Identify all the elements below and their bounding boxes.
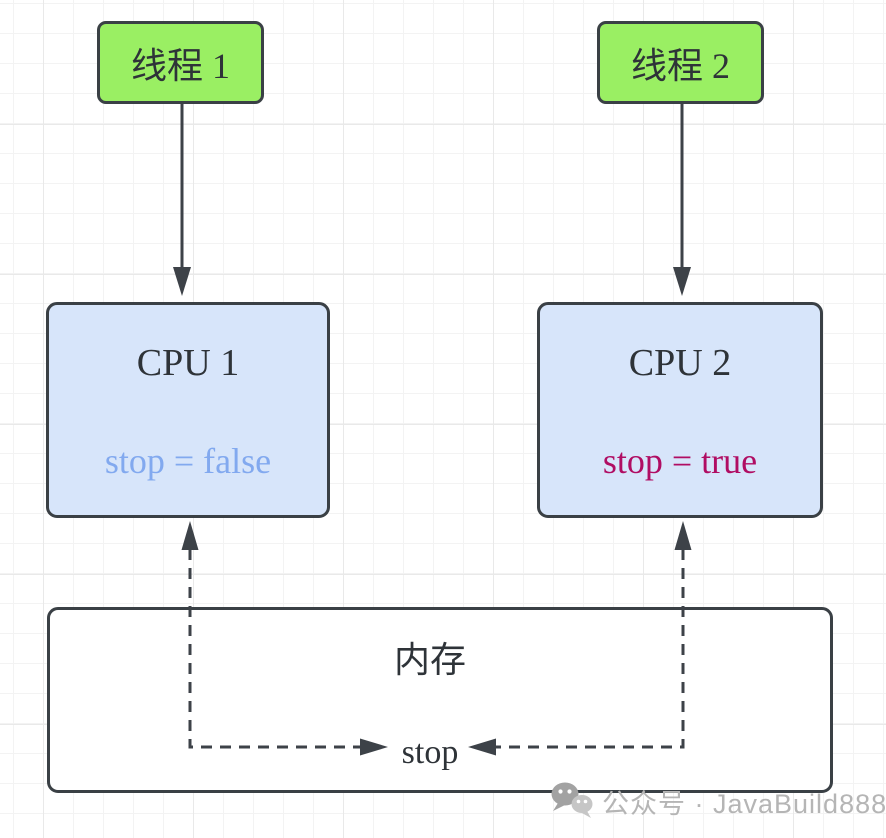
memory-stop-variable: stop xyxy=(401,734,459,771)
watermark: 公众号 · JavaBuild888 xyxy=(550,781,886,821)
cpu2-title: CPU 2 xyxy=(628,342,732,384)
cpu2-stop-value: stop = true xyxy=(602,441,758,481)
wechat-icon xyxy=(551,782,593,818)
cpu2-box: CPU 2 stop = true xyxy=(537,302,823,518)
memory-title: 内存 xyxy=(393,640,467,680)
cpu1-title: CPU 1 xyxy=(136,342,240,384)
thread2-box: 线程 2 xyxy=(597,21,764,104)
thread1-box: 线程 1 xyxy=(97,21,264,104)
cpu1-box: CPU 1 stop = false xyxy=(46,302,330,518)
memory-box: 内存 stop xyxy=(47,607,833,793)
cpu1-stop-value: stop = false xyxy=(104,441,272,481)
thread2-to-cpu2-arrow xyxy=(673,104,691,296)
thread2-label: 线程 2 xyxy=(630,45,730,86)
thread1-label: 线程 1 xyxy=(130,45,230,86)
watermark-text: 公众号 · JavaBuild888 xyxy=(602,788,886,819)
thread1-to-cpu1-arrow xyxy=(173,104,191,296)
